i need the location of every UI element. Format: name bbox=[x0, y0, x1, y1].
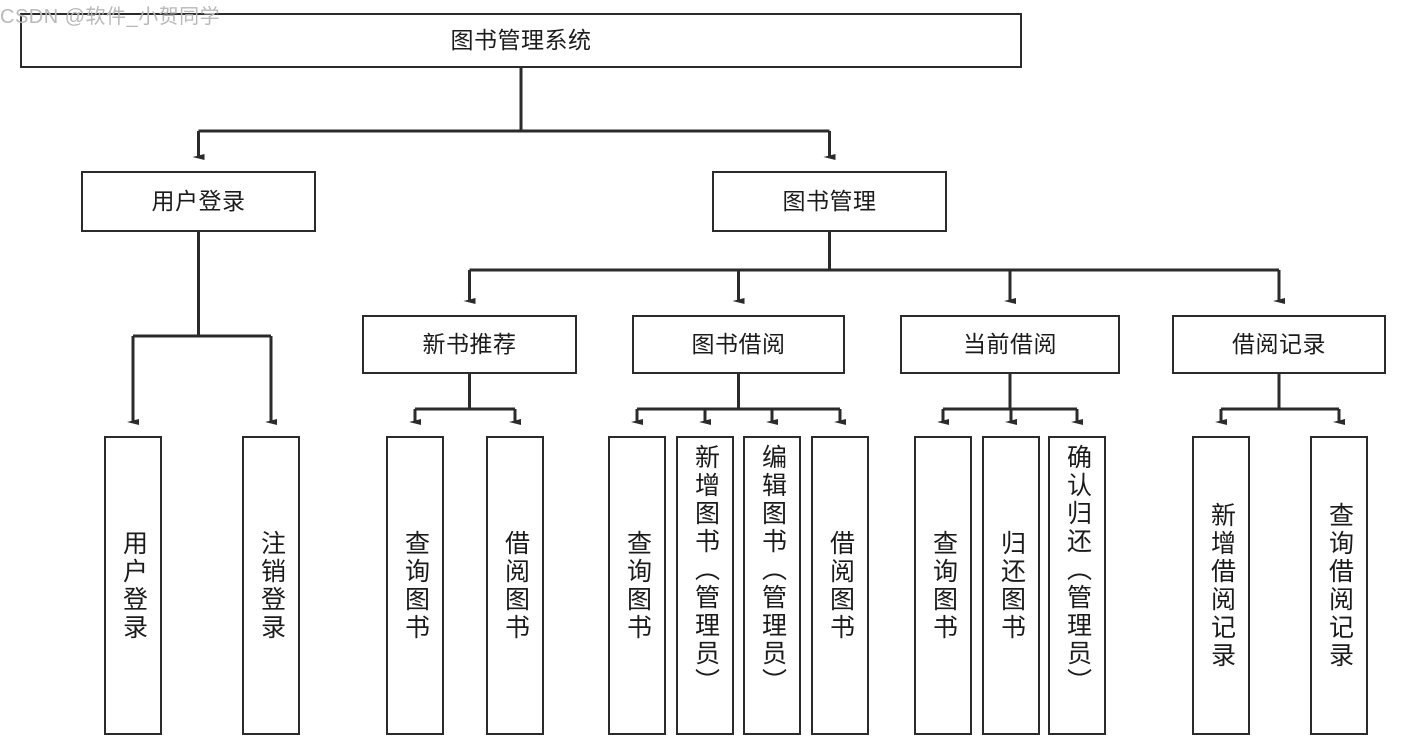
node-user-login[interactable]: 用户登录 bbox=[81, 171, 316, 232]
node-root[interactable]: 图书管理系统 bbox=[20, 13, 1022, 68]
node-leaf-edit-book[interactable]: 编辑图书（管理员） bbox=[743, 436, 801, 735]
watermark-text: CSDN @软件_小贺同学 bbox=[0, 6, 221, 28]
node-label: 用户登录 bbox=[119, 529, 148, 642]
node-borrow-record[interactable]: 借阅记录 bbox=[1172, 315, 1386, 374]
node-leaf-borrow-book[interactable]: 借阅图书 bbox=[811, 436, 869, 735]
node-label: 注销登录 bbox=[257, 529, 286, 642]
node-leaf-confirm-return[interactable]: 确认归还（管理员） bbox=[1048, 436, 1106, 735]
node-label: 图书管理系统 bbox=[450, 27, 592, 54]
node-leaf-query-book-new[interactable]: 查询图书 bbox=[386, 436, 444, 735]
node-leaf-query-record[interactable]: 查询借阅记录 bbox=[1310, 436, 1368, 735]
node-label: 图书借阅 bbox=[691, 331, 786, 358]
node-leaf-return-book[interactable]: 归还图书 bbox=[982, 436, 1040, 735]
node-label: 编辑图书（管理员） bbox=[758, 444, 787, 696]
node-leaf-add-book[interactable]: 新增图书（管理员） bbox=[676, 436, 734, 735]
node-label: 确认归还（管理员） bbox=[1063, 444, 1092, 696]
node-label: 查询图书 bbox=[623, 529, 652, 642]
node-leaf-borrow-book-new[interactable]: 借阅图书 bbox=[486, 436, 544, 735]
node-label: 查询借阅记录 bbox=[1325, 501, 1354, 670]
node-label: 新增图书（管理员） bbox=[691, 444, 720, 696]
node-book-manage[interactable]: 图书管理 bbox=[712, 171, 947, 232]
node-label: 当前借阅 bbox=[963, 331, 1057, 358]
node-label: 用户登录 bbox=[151, 188, 246, 215]
node-label: 查询图书 bbox=[929, 529, 958, 642]
node-label: 查询图书 bbox=[401, 529, 430, 642]
node-label: 借阅记录 bbox=[1232, 331, 1326, 358]
node-leaf-add-record[interactable]: 新增借阅记录 bbox=[1192, 436, 1250, 735]
node-label: 借阅图书 bbox=[501, 529, 530, 642]
node-book-borrow[interactable]: 图书借阅 bbox=[632, 315, 845, 374]
node-current-borrow[interactable]: 当前借阅 bbox=[900, 315, 1120, 374]
node-leaf-query-book[interactable]: 查询图书 bbox=[608, 436, 666, 735]
node-leaf-logout[interactable]: 注销登录 bbox=[242, 436, 300, 735]
node-label: 图书管理 bbox=[782, 188, 877, 215]
node-leaf-query-book-cur[interactable]: 查询图书 bbox=[914, 436, 972, 735]
node-label: 新书推荐 bbox=[422, 331, 517, 358]
node-leaf-user-login[interactable]: 用户登录 bbox=[104, 436, 162, 735]
node-label: 新增借阅记录 bbox=[1207, 501, 1236, 670]
node-label: 借阅图书 bbox=[826, 529, 855, 642]
node-new-book-rec[interactable]: 新书推荐 bbox=[362, 315, 577, 374]
node-label: 归还图书 bbox=[997, 529, 1026, 642]
edge-group bbox=[127, 68, 1345, 425]
